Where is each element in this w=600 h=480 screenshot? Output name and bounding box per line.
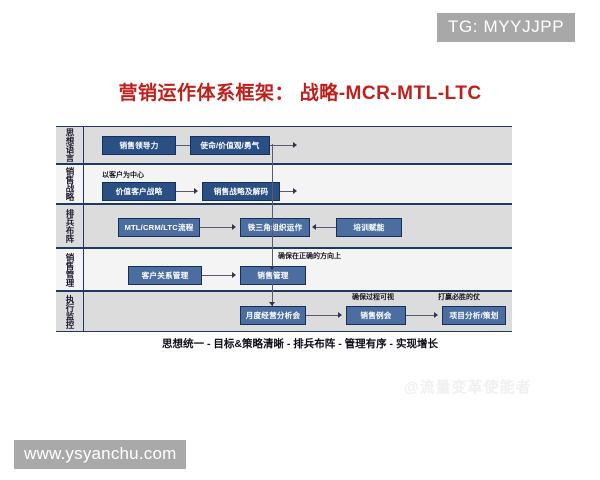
spine-mid: [272, 248, 274, 270]
arrow-r2-to-spine: [293, 188, 297, 194]
node-customer-relationship-mgmt[interactable]: 客户关系管理: [128, 266, 202, 285]
connector-r5-b: [406, 315, 436, 317]
caption-process-visible: 确保过程可视: [352, 294, 394, 301]
arrow-r1-to-spine: [293, 142, 297, 148]
layer-row-ideology: 思想语言 销售领导力 使命/价值观/勇气: [56, 126, 512, 164]
node-sales-strategy-decoding[interactable]: 销售战略及解码: [202, 182, 280, 201]
row-label-sales-mgmt: 销售管理: [56, 249, 84, 290]
connector-r1-b: [270, 145, 295, 147]
arrow-r5-b: [434, 312, 438, 318]
caption-right-direction: 确保在正确的方向上: [278, 253, 341, 260]
node-mtl-crm-ltc-process[interactable]: MTL/CRM/LTC流程: [118, 218, 200, 237]
page-title: 营销运作体系框架： 战略-MCR-MTL-LTC: [118, 83, 482, 104]
arrow-r3-a: [232, 224, 236, 230]
layer-row-execution: 执行监控 确保过程可视 打赢必胜的仗 月度经营分析会 销售例会 项目分析/策划: [56, 291, 512, 332]
node-sales-leadership[interactable]: 销售领导力: [102, 136, 176, 155]
connector-r2-a: [176, 191, 196, 193]
telegram-watermark: TG: MYYJJPP: [437, 13, 576, 42]
node-mission-values-courage[interactable]: 使命/价值观/勇气: [190, 136, 270, 155]
node-sales-routine-meeting[interactable]: 销售例会: [346, 306, 406, 325]
node-iron-triangle-org[interactable]: 铁三角组织运作: [240, 218, 310, 237]
connector-r4-a: [202, 275, 234, 277]
caption-win-the-battle: 打赢必胜的仗: [438, 294, 480, 301]
layer-row-strategy: 销售战略 以客户为中心 价值客户战略 销售战略及解码: [56, 164, 512, 204]
arrow-r2-a: [194, 188, 198, 194]
arrow-r4-a: [232, 272, 236, 278]
arrow-r3-b: [312, 224, 316, 230]
arrow-spine-to-sales-mgmt: [269, 266, 275, 270]
faint-watermark: @流量变革使能者: [404, 379, 532, 396]
row-label-deployment: 排兵布阵: [56, 205, 84, 247]
site-watermark: www.ysyanchu.com: [14, 440, 187, 469]
framework-diagram: 思想语言 销售领导力 使命/价值观/勇气 销售战略 以客户为中心 价值客户战略 …: [56, 126, 512, 332]
node-value-customer-strategy[interactable]: 价值客户战略: [102, 182, 176, 201]
node-monthly-review-meeting[interactable]: 月度经营分析会: [240, 306, 306, 325]
layer-row-sales-mgmt: 销售管理 确保在正确的方向上 客户关系管理 销售管理: [56, 248, 512, 291]
row-label-ideology: 思想语言: [56, 127, 84, 163]
connector-r5-a: [306, 315, 340, 317]
node-training-empowerment[interactable]: 培训赋能: [336, 218, 402, 237]
connector-r3-a: [200, 227, 234, 229]
layer-row-deployment: 排兵布阵 MTL/CRM/LTC流程 铁三角组织运作 培训赋能: [56, 204, 512, 248]
connector-r3-b: [316, 227, 338, 229]
spine-upper: [272, 144, 274, 248]
connector-r2-b: [280, 191, 295, 193]
row-label-execution: 执行监控: [56, 292, 84, 331]
caption-customer-centric: 以客户为中心: [102, 172, 144, 179]
row-label-strategy: 销售战略: [56, 165, 84, 203]
arrow-spine-to-execution: [269, 302, 275, 306]
node-project-analysis-planning[interactable]: 项目分析/策划: [442, 306, 506, 325]
connector-r1-a: [176, 145, 190, 147]
spine-lower: [272, 284, 274, 306]
arrow-r5-a: [338, 312, 342, 318]
footer-slogan: 思想统一 - 目标&策略清晰 - 排兵布阵 - 管理有序 - 实现增长: [162, 338, 438, 350]
